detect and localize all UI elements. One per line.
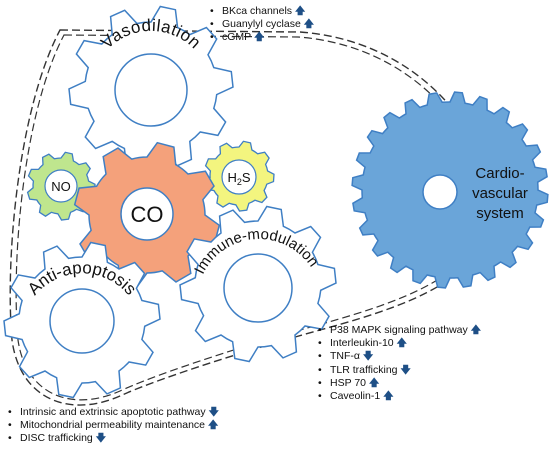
list-item: P38 MAPK signaling pathway🡅 [316,324,481,337]
arrow-up-icon: 🡅 [369,377,380,389]
immune-modulation-effects-list: P38 MAPK signaling pathway🡅 Interleukin-… [316,324,481,403]
arrow-up-icon: 🡅 [295,6,306,17]
arrow-down-icon: 🡇 [400,364,411,376]
arrow-up-icon: 🡅 [383,391,394,403]
anti-apoptosis-effects-list: Intrinsic and extrinsic apoptotic pathwa… [6,406,219,446]
h2s-gear: H2S [203,140,275,212]
list-item: cGMP🡅 [208,31,314,44]
arrow-up-icon: 🡅 [208,420,219,432]
co-label: CO [131,202,164,227]
list-item: Intrinsic and extrinsic apoptotic pathwa… [6,406,219,419]
list-item: DISC trafficking🡇 [6,432,219,445]
cardio-label-line2: vascular [472,185,528,202]
arrow-up-icon: 🡅 [470,325,482,336]
list-item: Caveolin-1🡅 [316,390,481,403]
list-item: BKca channels🡅 [208,5,314,18]
arrow-down-icon: 🡇 [208,407,219,418]
cardio-label-line1: Cardio- [475,165,524,182]
anti-apoptosis-gear: Anti-apoptosis [3,241,161,399]
cardio-label-line3: system [476,205,524,222]
arrow-down-icon: 🡇 [362,351,374,363]
no-label: NO [51,179,71,194]
arrow-up-icon: 🡅 [396,338,407,350]
list-item: Interleukin-10🡅 [316,337,481,350]
cardiovascular-gear: Cardio- vascular system [351,91,549,289]
list-item: TNF-α🡇 [316,350,481,363]
list-item: TLR trafficking🡇 [316,364,481,377]
list-item: HSP 70🡅 [316,377,481,390]
vasodilation-effects-list: BKca channels🡅 Guanylyl cyclase🡅 cGMP🡅 [208,5,314,45]
list-item: Guanylyl cyclase🡅 [208,18,314,31]
arrow-down-icon: 🡇 [95,433,107,445]
h2s-label: H2S [227,170,250,187]
list-item: Mitochondrial permeability maintenance🡅 [6,419,219,432]
immune-modulation-gear: Immune-modulation [179,205,337,363]
arrow-up-icon: 🡅 [303,19,315,31]
co-gear: CO [73,141,221,289]
boundary-outer [9,29,492,406]
arrow-up-icon: 🡅 [254,32,265,44]
